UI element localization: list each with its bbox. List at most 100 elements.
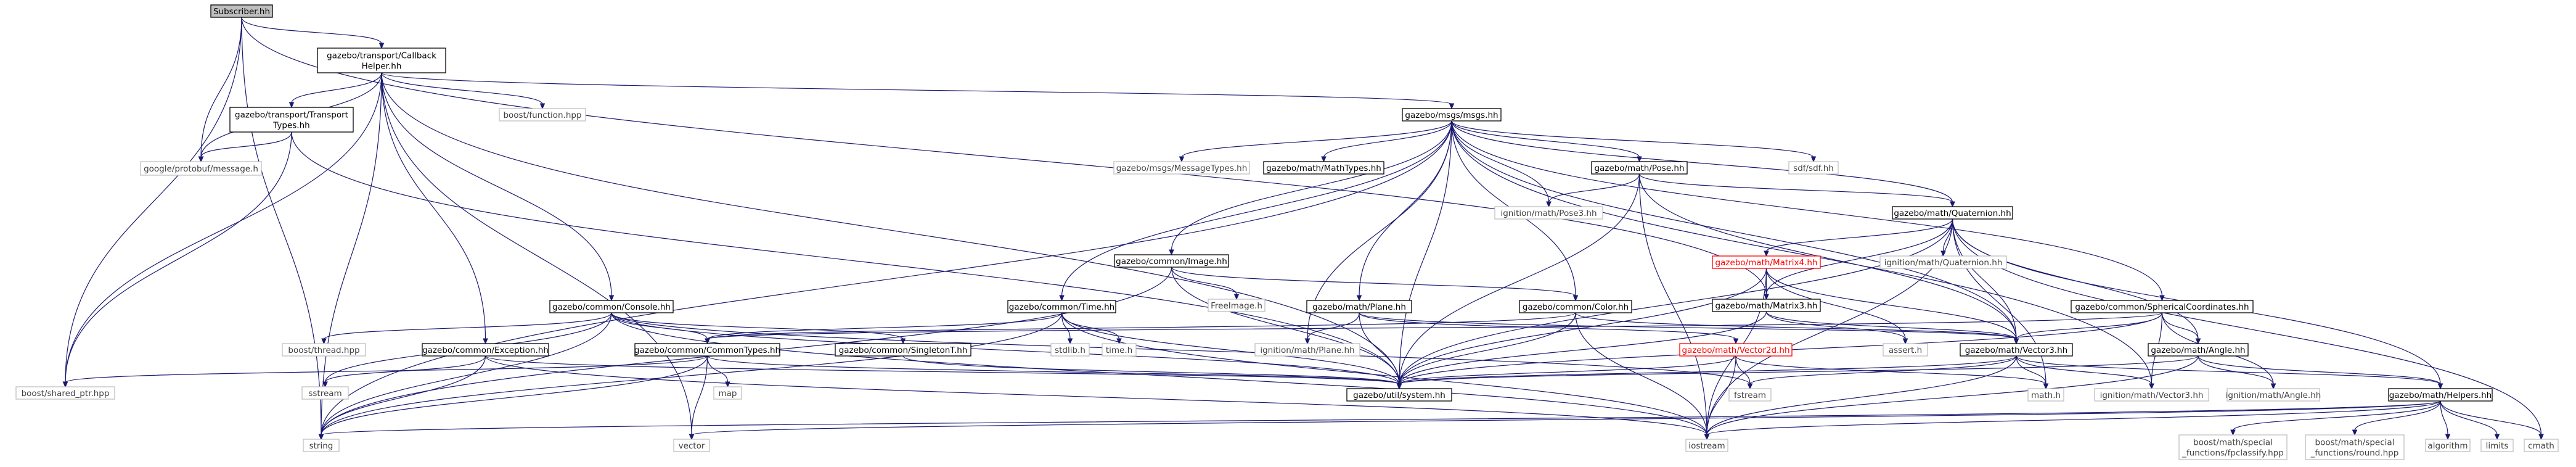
- node-spherical[interactable]: gazebo/common/SphericalCoordinates.hh: [2071, 300, 2254, 313]
- node-box: [1208, 299, 1266, 312]
- node-label: ignition/math/Pose3.hh: [1500, 209, 1597, 218]
- edge-console-to-string: [318, 312, 612, 440]
- node-subscriber[interactable]: Subscriber.hh: [210, 4, 273, 18]
- node-mathh[interactable]: math.h: [2027, 388, 2064, 402]
- node-protobufmsg[interactable]: google/protobuf/message.h: [140, 161, 262, 176]
- node-vector[interactable]: vector: [673, 439, 710, 452]
- edge-quaternion-to-iostream: [1704, 218, 1953, 440]
- node-sdf[interactable]: sdf/sdf.hh: [1788, 161, 1839, 175]
- node-color[interactable]: gazebo/common/Color.hh: [1519, 300, 1632, 313]
- node-stdlib[interactable]: stdlib.h: [1050, 343, 1090, 357]
- node-box: [1346, 388, 1452, 402]
- edge-helpers-to-cmath: [2440, 400, 2544, 440]
- node-label: gazebo/common/Color.hh: [1523, 302, 1629, 312]
- node-fstream[interactable]: fstream: [1728, 388, 1772, 402]
- edge-image-to-freeimage: [1171, 267, 1240, 300]
- node-ignplane[interactable]: ignition/math/Plane.hh: [1254, 343, 1360, 357]
- node-box: [1254, 343, 1360, 357]
- edge-msgs-to-image: [1169, 120, 1452, 256]
- node-label: algorithm: [2427, 441, 2468, 451]
- node-label: gazebo/msgs/MessageTypes.hh: [1116, 163, 1248, 173]
- node-box: [1879, 255, 2007, 269]
- node-ignvector3[interactable]: ignition/math/Vector3.hh: [2094, 388, 2209, 402]
- node-matrix3[interactable]: gazebo/math/Matrix3.hh: [1712, 299, 1821, 312]
- node-fpclassify[interactable]: boost/math/special_functions/fpclassify.…: [2178, 434, 2288, 460]
- node-boostfunction[interactable]: boost/function.hpp: [499, 108, 586, 122]
- edge-vector3-to-ignvector3: [2016, 355, 2154, 390]
- node-box: [2425, 439, 2471, 452]
- edge-angle-to-system: [1396, 355, 2199, 390]
- edge-subscriber-to-boostshared: [62, 17, 242, 388]
- node-angle[interactable]: gazebo/math/Angle.hh: [2148, 343, 2249, 357]
- node-label: gazebo/common/Time.hh: [1009, 302, 1114, 312]
- node-system[interactable]: gazebo/util/system.hh: [1346, 388, 1452, 402]
- node-label: gazebo/common/SingletonT.hh: [839, 345, 968, 355]
- node-label: assert.h: [1889, 345, 1922, 355]
- node-label: gazebo/math/Quaternion.hh: [1894, 209, 2011, 218]
- edge-msgs-to-spherical: [1451, 120, 2165, 302]
- edge-msgs-to-plane: [1356, 120, 1452, 302]
- node-label: gazebo/math/Matrix3.hh: [1715, 301, 1818, 311]
- node-label: gazebo/math/MathTypes.hh: [1266, 163, 1381, 173]
- edge-msgs-to-pose3: [1451, 120, 1552, 208]
- node-vector2d[interactable]: gazebo/math/Vector2d.hh: [1679, 343, 1793, 357]
- node-time[interactable]: gazebo/common/Time.hh: [1007, 300, 1116, 313]
- node-ignangle[interactable]: ignition/math/Angle.hh: [2226, 388, 2321, 402]
- node-asserth[interactable]: assert.h: [1883, 343, 1928, 357]
- node-map[interactable]: map: [713, 386, 742, 400]
- node-commontypes[interactable]: gazebo/common/CommonTypes.hh: [634, 343, 780, 357]
- node-ignquaternion[interactable]: ignition/math/Quaternion.hh: [1879, 255, 2007, 269]
- node-vector3[interactable]: gazebo/math/Vector3.hh: [1960, 343, 2073, 357]
- node-algorithm[interactable]: algorithm: [2425, 439, 2471, 452]
- node-matrix4[interactable]: gazebo/math/Matrix4.hh: [1712, 255, 1821, 269]
- node-label: ignition/math/Vector3.hh: [2100, 391, 2204, 400]
- node-round[interactable]: boost/math/special_functions/round.hpp: [2305, 434, 2405, 460]
- edge-console-to-singleton: [611, 312, 906, 345]
- node-msgs[interactable]: gazebo/msgs/msgs.hh: [1402, 108, 1502, 122]
- node-limits[interactable]: limits: [2480, 439, 2514, 452]
- node-pose[interactable]: gazebo/math/Pose.hh: [1591, 161, 1688, 175]
- node-singleton[interactable]: gazebo/common/SingletonT.hh: [835, 343, 971, 357]
- edge-subscriber-to-callbackhelper: [241, 17, 385, 49]
- node-iostream[interactable]: iostream: [1685, 439, 1728, 452]
- node-boostthread[interactable]: boost/thread.hpp: [282, 343, 366, 357]
- node-box: [210, 4, 273, 18]
- node-box: [1519, 300, 1632, 313]
- node-console[interactable]: gazebo/common/Console.hh: [549, 300, 674, 313]
- node-helpers[interactable]: gazebo/math/Helpers.hh: [2388, 388, 2493, 402]
- node-label: map: [719, 389, 737, 399]
- edge-spherical-to-vector3: [2013, 312, 2163, 345]
- node-boostshared[interactable]: boost/shared_ptr.hpp: [15, 386, 115, 400]
- node-box: [2226, 388, 2320, 402]
- node-box: [549, 300, 674, 313]
- node-sstream[interactable]: sstream: [301, 386, 349, 400]
- node-label: gazebo/math/Pose.hh: [1594, 163, 1684, 173]
- node-box: [1892, 206, 2013, 220]
- node-timeh[interactable]: time.h: [1102, 343, 1137, 357]
- edge-helpers-to-algorithm: [2440, 400, 2451, 440]
- node-label: gazebo/common/Image.hh: [1116, 257, 1227, 267]
- edge-commontypes-to-map: [706, 355, 730, 388]
- node-box: [2178, 434, 2288, 460]
- node-label: gazebo/math/Matrix4.hh: [1715, 258, 1818, 268]
- node-freeimage[interactable]: FreeImage.h: [1208, 299, 1266, 312]
- node-image[interactable]: gazebo/common/Image.hh: [1114, 254, 1229, 268]
- node-cmath[interactable]: cmath: [2524, 439, 2559, 452]
- node-exception[interactable]: gazebo/common/Exception.hh: [422, 343, 549, 357]
- node-box: [1788, 161, 1839, 175]
- node-messagetypes[interactable]: gazebo/msgs/MessageTypes.hh: [1113, 161, 1250, 175]
- node-label: gazebo/msgs/msgs.hh: [1405, 110, 1498, 120]
- node-mathtypes[interactable]: gazebo/math/MathTypes.hh: [1263, 161, 1384, 175]
- edge-plane-to-ignplane: [1304, 312, 1360, 345]
- edge-msgs-to-time: [1059, 120, 1452, 302]
- node-label: boost/thread.hpp: [288, 345, 359, 355]
- edge-transporttypes-to-protobufmsg: [198, 131, 292, 163]
- node-plane[interactable]: gazebo/math/Plane.hh: [1306, 300, 1412, 313]
- node-label: gazebo/common/Exception.hh: [422, 345, 549, 355]
- node-quaternion[interactable]: gazebo/math/Quaternion.hh: [1892, 206, 2013, 220]
- node-string[interactable]: string: [303, 439, 340, 452]
- edge-callbackhelper-to-exception: [381, 72, 488, 345]
- node-pose3[interactable]: ignition/math/Pose3.hh: [1494, 206, 1603, 220]
